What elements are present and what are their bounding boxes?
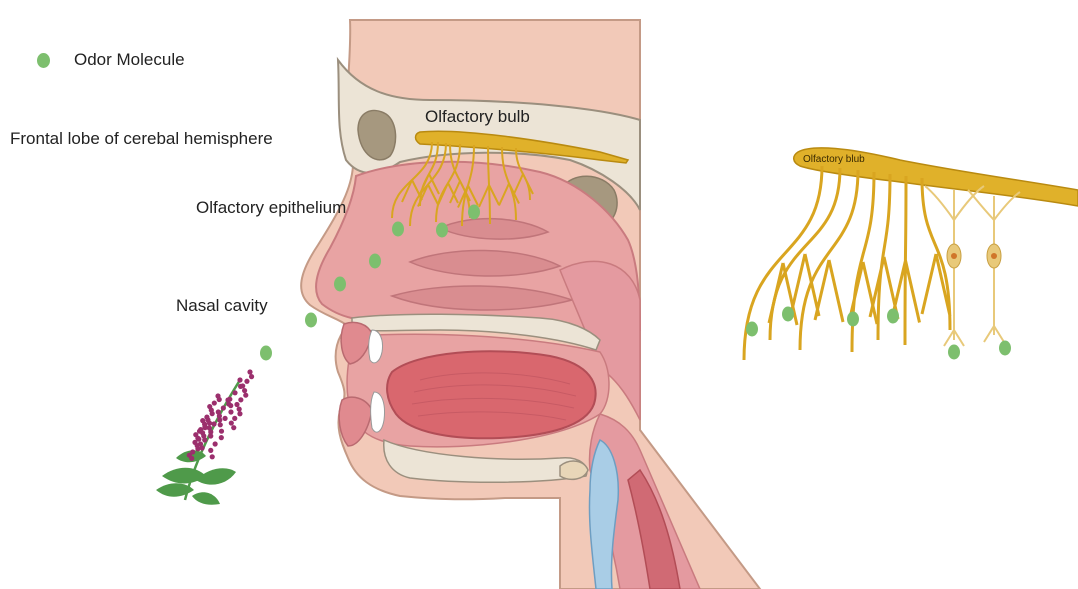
odor-molecule-dot	[436, 223, 448, 238]
flowering-plant	[156, 369, 254, 504]
label-frontal-lobe: Frontal lobe of cerebal hemisphere	[10, 130, 273, 147]
label-olfactory-epithelium: Olfactory epithelium	[196, 199, 346, 216]
hyoid	[560, 461, 588, 479]
legend-odor-dot	[37, 53, 50, 68]
upper-incisor	[369, 330, 383, 363]
odor-molecule-dot	[305, 313, 317, 328]
odor-molecule-dot	[468, 205, 480, 220]
odor-molecule-dot	[847, 312, 859, 327]
label-nasal-cavity: Nasal cavity	[176, 297, 268, 314]
odor-molecule-dot	[782, 307, 794, 322]
label-olfactory-bulb: Olfactory bulb	[425, 108, 530, 125]
lower-incisor	[371, 392, 385, 432]
odor-molecule-dot	[999, 341, 1011, 356]
olfactory-nerves-inset	[744, 166, 950, 360]
tongue	[387, 351, 596, 438]
legend-odor-label: Odor Molecule	[74, 51, 185, 68]
head-cross-section	[301, 20, 760, 589]
odor-molecule-dot	[746, 322, 758, 337]
odor-molecule-dot	[369, 254, 381, 269]
odor-molecule-dot	[887, 309, 899, 324]
odor-molecule-dot	[392, 222, 404, 237]
label-inset-olfactory-bulb: Olfactory blub	[803, 155, 865, 165]
odor-molecule-dot	[948, 345, 960, 360]
odor-molecule-dot	[334, 277, 346, 292]
odor-molecule-dot	[260, 346, 272, 361]
